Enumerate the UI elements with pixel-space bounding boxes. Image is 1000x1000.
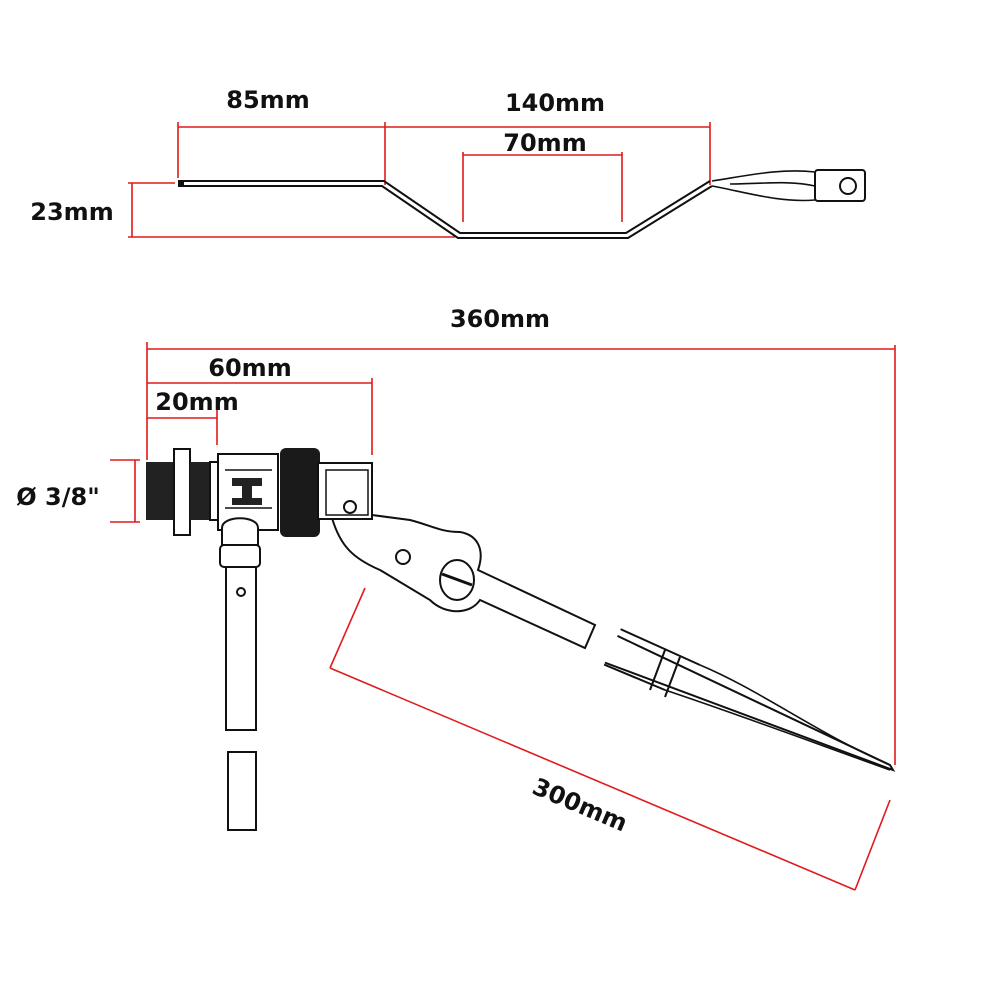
float-arm <box>330 513 896 772</box>
lock-nut <box>173 448 191 536</box>
dim-line-300mm <box>329 587 891 891</box>
retaining-nut <box>280 448 320 537</box>
dim-line-60mm <box>147 378 373 455</box>
label-60mm: 60mm <box>208 354 291 382</box>
dim-line-360mm <box>146 342 896 765</box>
dim-line-20mm <box>147 410 218 445</box>
dim-line-85mm <box>177 122 386 185</box>
dim-line-diameter <box>110 459 140 523</box>
label-70mm: 70mm <box>503 129 586 157</box>
label-85mm: 85mm <box>226 86 309 114</box>
rivet <box>395 549 411 565</box>
label-20mm: 20mm <box>155 388 238 416</box>
bottom-view-dimensions <box>110 342 896 891</box>
eyelet-hole <box>839 177 857 195</box>
label-360mm: 360mm <box>450 305 550 333</box>
valve-body <box>146 448 373 831</box>
label-300mm: 300mm <box>528 773 631 838</box>
top-view-dimensions <box>128 122 711 238</box>
outlet-pipe-end <box>227 751 257 831</box>
outlet-elbow <box>221 517 259 546</box>
arm-rod <box>596 628 896 772</box>
float-arm-side-profile <box>178 169 866 239</box>
label-140mm: 140mm <box>505 89 605 117</box>
label-23mm: 23mm <box>30 198 113 226</box>
thread <box>146 462 176 520</box>
dim-line-23mm <box>128 182 455 238</box>
dim-line-70mm <box>462 152 623 222</box>
dim-line-140mm <box>385 122 711 185</box>
arm-mount <box>317 462 373 520</box>
label-diameter: Ø 3/8" <box>16 483 99 511</box>
